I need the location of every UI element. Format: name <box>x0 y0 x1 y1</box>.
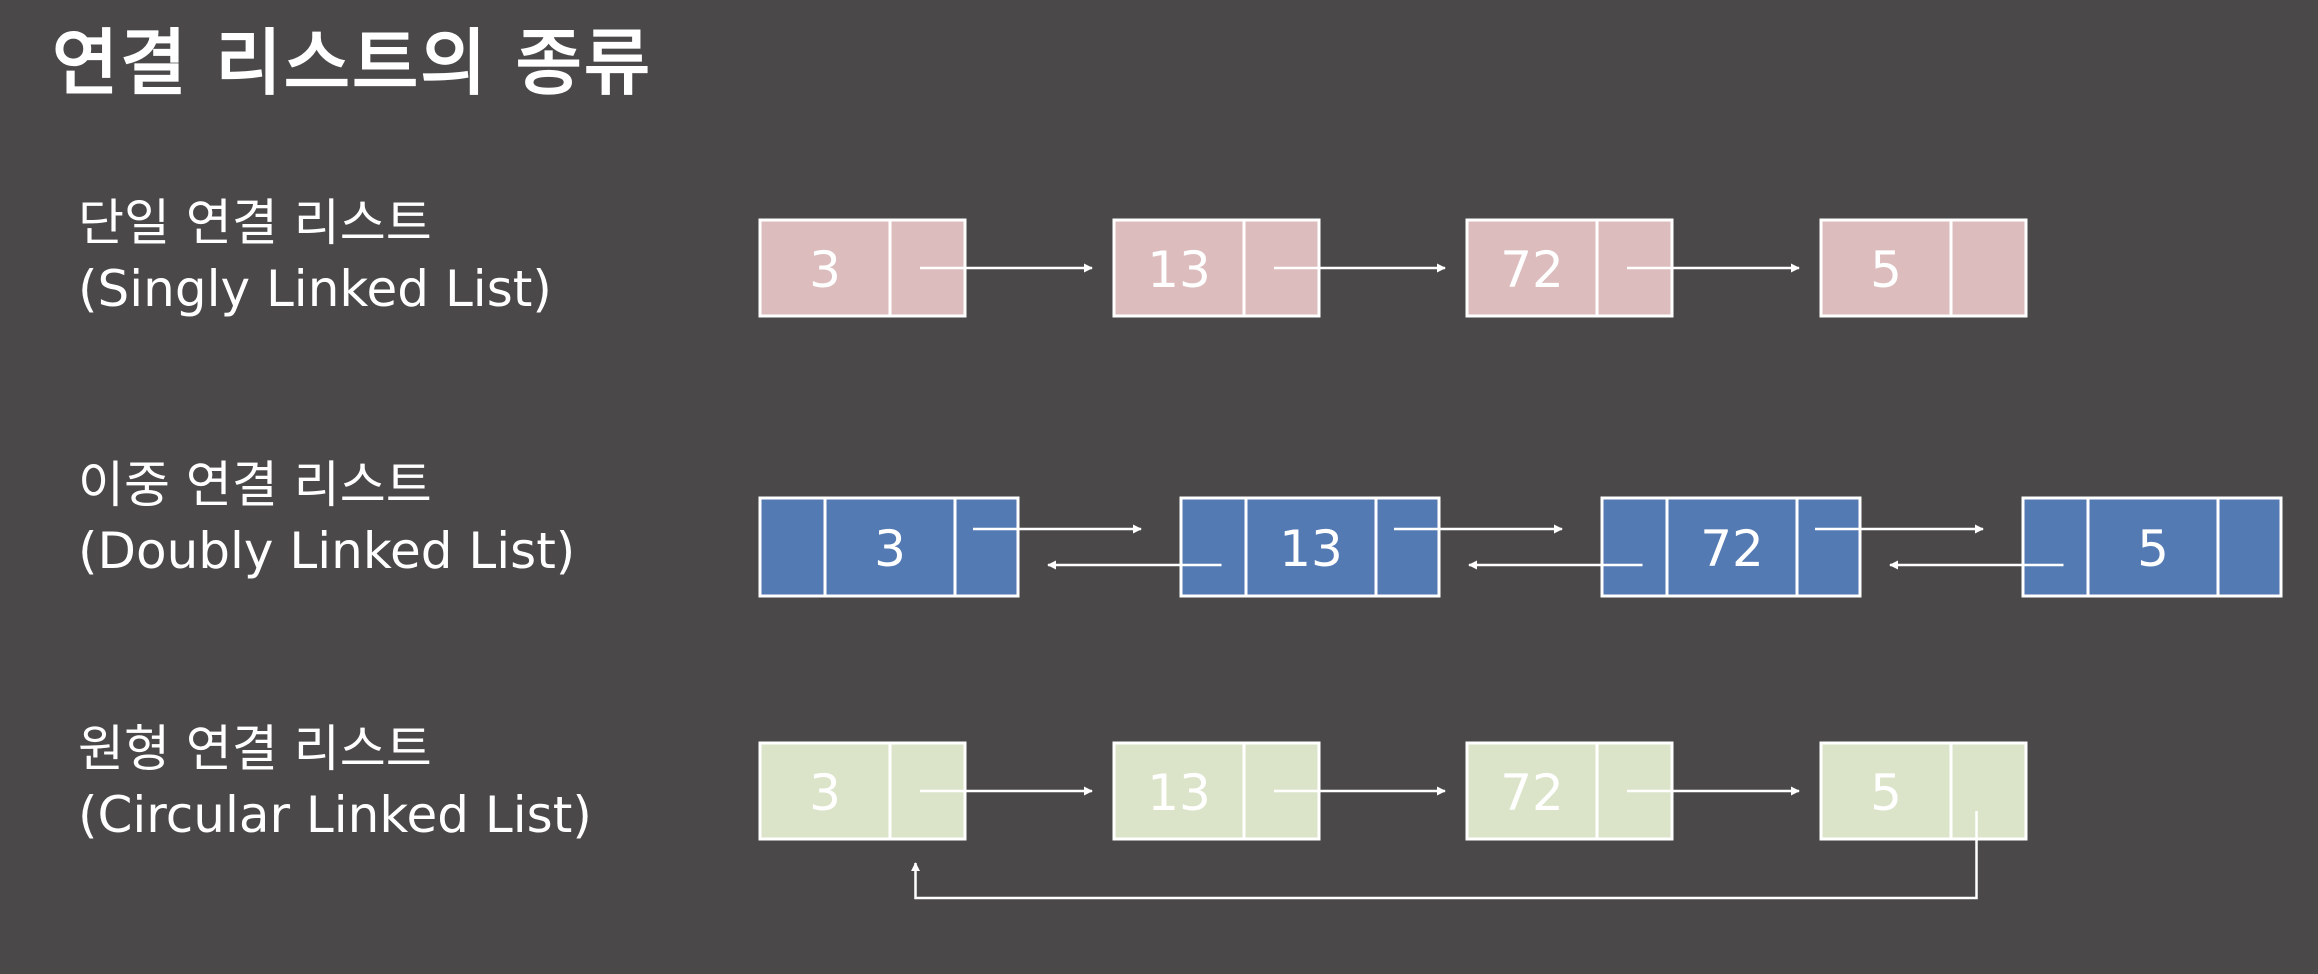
doubly-node-1-prev-cell <box>758 496 827 598</box>
singly-node-2-value-cell <box>1112 218 1246 318</box>
singly-label-ko: 단일 연결 리스트 <box>78 194 432 252</box>
doubly-node-2-value-cell <box>1244 496 1378 598</box>
doubly-list-label: 이중 연결 리스트 (Doubly Linked List) <box>78 452 575 584</box>
circular-node-4-value-cell <box>1819 741 1953 841</box>
circular-node-1-value: 3 <box>809 764 841 822</box>
circular-node-2-value: 13 <box>1147 764 1211 822</box>
doubly-node-1-value: 3 <box>874 520 906 578</box>
singly-node-1-value: 3 <box>809 241 841 299</box>
doubly-node-2-next-cell <box>1374 496 1441 598</box>
doubly-node-4-prev-cell <box>2021 496 2090 598</box>
singly-node-3-value: 72 <box>1500 241 1564 299</box>
doubly-label-en: (Doubly Linked List) <box>78 522 576 580</box>
circular-node-2-value-cell <box>1112 741 1246 841</box>
page-title: 연결 리스트의 종류 <box>52 21 653 105</box>
doubly-node-4-value: 5 <box>2137 520 2169 578</box>
doubly-node-3-next-cell <box>1795 496 1862 598</box>
circular-return-arrow <box>911 811 1978 900</box>
singly-label-en: (Singly Linked List) <box>78 260 552 318</box>
doubly-node-2-prev-cell <box>1179 496 1248 598</box>
circular-list-label: 원형 연결 리스트 (Circular Linked List) <box>78 716 592 848</box>
doubly-node-3-value: 72 <box>1700 520 1764 578</box>
circular-node-1-value-cell <box>758 741 892 841</box>
doubly-node-3-value-cell <box>1665 496 1799 598</box>
singly-list-label: 단일 연결 리스트 (Singly Linked List) <box>78 190 552 322</box>
singly-node-4-value: 5 <box>1870 241 1902 299</box>
doubly-node-2-value: 13 <box>1279 520 1343 578</box>
singly-node-3-value-cell <box>1465 218 1599 318</box>
singly-node-2-value: 13 <box>1147 241 1211 299</box>
doubly-node-1-value-cell <box>823 496 957 598</box>
circular-node-4-value: 5 <box>1870 764 1902 822</box>
circular-node-3-value: 72 <box>1500 764 1564 822</box>
singly-node-4-next-cell <box>1949 218 2028 318</box>
circular-node-3-value-cell <box>1465 741 1599 841</box>
circular-label-ko: 원형 연결 리스트 <box>78 720 432 778</box>
doubly-node-4-next-cell <box>2216 496 2283 598</box>
doubly-label-ko: 이중 연결 리스트 <box>78 456 432 514</box>
circular-label-en: (Circular Linked List) <box>78 786 592 844</box>
circular-node-4-next-cell <box>1949 741 2028 841</box>
doubly-node-3-prev-cell <box>1600 496 1669 598</box>
doubly-node-1-next-cell <box>953 496 1020 598</box>
